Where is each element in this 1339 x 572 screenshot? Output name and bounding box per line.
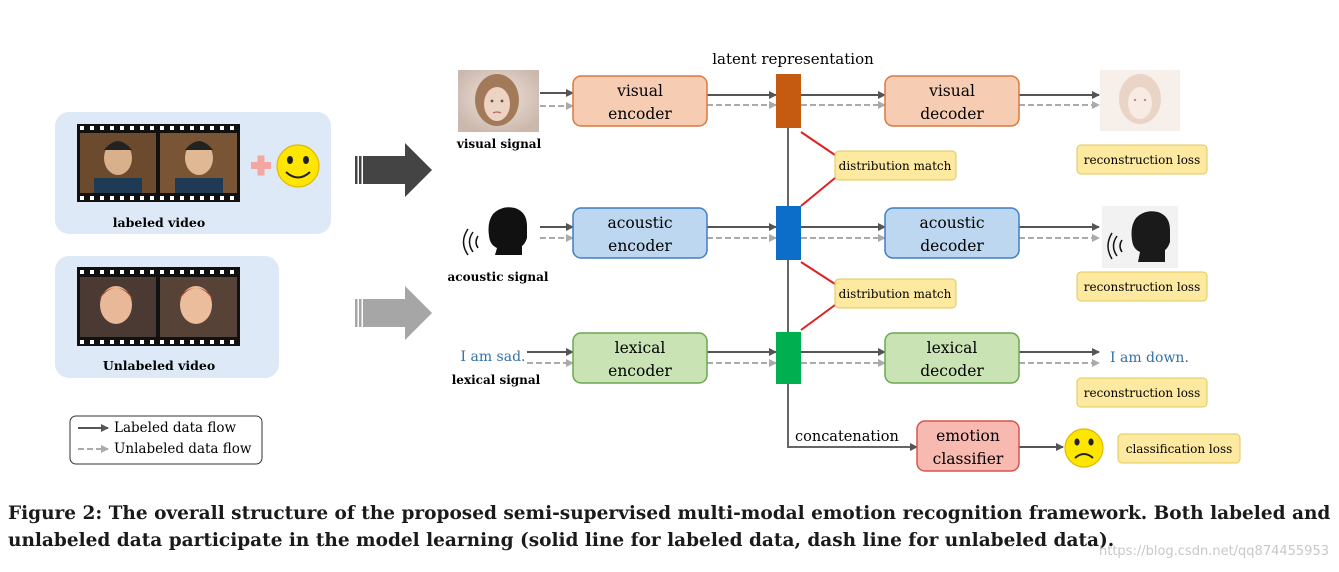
lexical-decoder: lexical decoder [884, 332, 1020, 384]
speaking-head-icon [462, 207, 527, 256]
svg-text:reconstruction loss: reconstruction loss [1084, 153, 1200, 167]
acoustic-encoder: acoustic encoder [572, 207, 708, 259]
distribution-match-box-1: distribution match [834, 150, 957, 181]
svg-text:classifier: classifier [933, 450, 1004, 468]
labeled-flow-block-arrow [355, 143, 432, 197]
lexical-input-text: I am sad. [461, 349, 526, 365]
legend-labeled: Labeled data flow [114, 420, 236, 436]
unlabeled-video-panel: Unlabeled video [55, 256, 279, 378]
lexical-latent-bar [776, 332, 801, 384]
classification-loss-box: classification loss [1117, 433, 1241, 464]
svg-text:decoder: decoder [920, 105, 984, 123]
distribution-links [800, 131, 836, 331]
acoustic-reconstruction-image [1102, 206, 1178, 268]
legend: Labeled data flow Unlabeled data flow [69, 415, 263, 465]
svg-text:reconstruction loss: reconstruction loss [1084, 280, 1200, 294]
reconstruction-loss-box-2: reconstruction loss [1076, 271, 1208, 302]
labeled-video-panel: labeled video [55, 112, 331, 234]
svg-text:lexical: lexical [927, 339, 978, 357]
latent-representation-label: latent representation [712, 50, 874, 68]
acoustic-decoder: acoustic decoder [884, 207, 1020, 259]
lexical-encoder: lexical encoder [572, 332, 708, 384]
svg-text:encoder: encoder [608, 362, 672, 380]
svg-text:visual: visual [928, 82, 975, 100]
plus-icon [251, 155, 271, 176]
unlabeled-flow-block-arrow [355, 286, 432, 340]
visual-signal-image [458, 70, 539, 132]
concatenation-label: concatenation [795, 429, 899, 445]
happy-face-icon [276, 144, 320, 188]
acoustic-latent-bar [776, 206, 801, 260]
figure-caption: Figure 2: The overall structure of the p… [8, 503, 1331, 551]
svg-text:acoustic: acoustic [919, 214, 984, 232]
reconstruction-loss-box-3: reconstruction loss [1076, 377, 1208, 408]
svg-text:encoder: encoder [608, 237, 672, 255]
svg-text:lexical: lexical [615, 339, 666, 357]
watermark: https://blog.csdn.net/qq874455953 [1098, 544, 1329, 559]
svg-text:decoder: decoder [920, 362, 984, 380]
flow-lines [527, 89, 1100, 451]
visual-latent-bar [776, 74, 801, 128]
svg-text:reconstruction loss: reconstruction loss [1084, 386, 1200, 400]
svg-text:classification loss: classification loss [1126, 442, 1233, 456]
legend-unlabeled: Unlabeled data flow [114, 441, 252, 457]
svg-text:emotion: emotion [936, 427, 1000, 445]
reconstruction-loss-box-1: reconstruction loss [1076, 144, 1208, 175]
visual-decoder: visual decoder [884, 75, 1020, 127]
svg-text:encoder: encoder [608, 105, 672, 123]
distribution-match-box-2: distribution match [834, 278, 957, 309]
svg-text:acoustic: acoustic [607, 214, 672, 232]
sad-face-icon [1064, 428, 1104, 468]
unlabeled-video-label: Unlabeled video [103, 358, 215, 373]
acoustic-signal-label: acoustic signal [448, 270, 549, 284]
labeled-video-filmstrip [77, 124, 240, 202]
labeled-video-label: labeled video [113, 215, 205, 230]
lexical-output-text: I am down. [1110, 350, 1189, 366]
visual-signal-label: visual signal [456, 137, 542, 151]
visual-encoder: visual encoder [572, 75, 708, 127]
unlabeled-video-filmstrip [77, 267, 240, 346]
svg-text:visual: visual [616, 82, 663, 100]
svg-text:distribution match: distribution match [839, 159, 952, 173]
lexical-signal-label: lexical signal [452, 373, 541, 387]
svg-text:distribution match: distribution match [839, 287, 952, 301]
svg-text:decoder: decoder [920, 237, 984, 255]
emotion-classifier: emotion classifier [916, 420, 1020, 472]
visual-reconstruction-image [1100, 70, 1180, 131]
